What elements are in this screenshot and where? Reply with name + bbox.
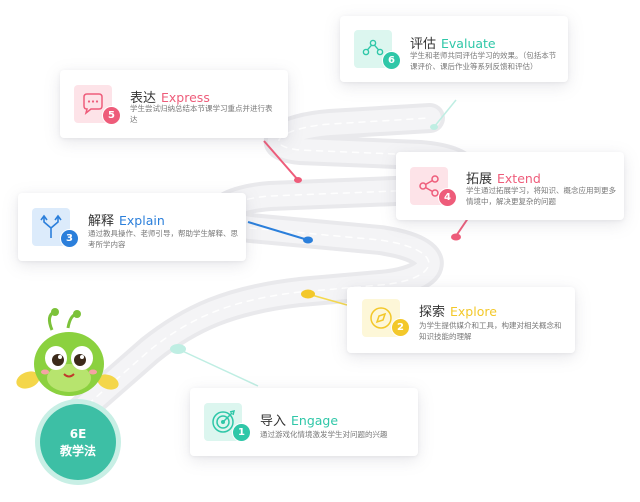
step-description: 为学生提供媒介和工具，构建对相关概念和知识技能的理解 [419,321,562,341]
step-title-en: Express [161,90,210,105]
step-title-cn: 解释 [88,214,115,229]
step-description: 通过教具操作、老师引导，帮助学生解释、思考所学内容 [88,229,238,249]
step-description: 学生和老师共同评估学习的效果。（包括本节课评价、课后作业等系列反馈和评估） [410,51,557,71]
dot-evaluate [430,124,438,130]
step-title-en: Evaluate [441,36,496,51]
step-description: 学生通过拓展学习，将知识、概念应用到更多情境中，解决更复杂的问题 [466,186,616,206]
step-title-cn: 拓展 [466,172,493,187]
dot-extend [451,233,461,241]
step-title: 导入 Engage [260,410,338,429]
dot-express [294,177,302,183]
step-card-evaluate: 6 评估 Evaluate 学生和老师共同评估学习的效果。（包括本节课评价、课后作… [340,16,568,82]
connector-express [263,140,299,181]
step-number-badge: 3 [60,229,79,248]
step-number-badge: 2 [391,318,410,337]
dot-explore [301,289,315,299]
step-title-en: Explain [119,213,165,228]
step-title-cn: 导入 [260,414,287,429]
dot-engage [170,344,186,354]
dot-explain [303,236,313,244]
step-title: 评估 Evaluate [410,33,496,52]
step-title-en: Engage [291,413,339,428]
mascot-character [16,308,119,396]
step-title-cn: 探索 [419,305,446,320]
step-number-badge: 6 [382,51,401,70]
step-title-en: Explore [450,304,497,319]
step-title: 拓展 Extend [466,168,541,187]
step-title-en: Extend [497,171,541,186]
step-card-extend: 4 拓展 Extend 学生通过拓展学习，将知识、概念应用到更多情境中，解决更复杂… [396,152,624,220]
method-label-badge: 6E 教学法 [40,404,116,480]
step-description: 学生尝试归纳总结本节课学习重点并进行表达 [130,104,273,124]
connector-explain [247,221,309,241]
step-number-badge: 1 [232,423,251,442]
step-title-cn: 评估 [410,37,437,52]
connector-evaluate [433,99,457,128]
method-label-line2: 教学法 [59,444,96,458]
step-title: 解释 Explain [88,210,165,229]
step-card-explore: 2 探索 Explore 为学生提供媒介和工具，构建对相关概念和知识技能的理解 [347,287,575,353]
connector-explore [307,293,348,306]
fork-arrows-icon [32,208,70,246]
step-number-badge: 4 [438,188,457,207]
step-title: 探索 Explore [419,301,497,320]
step-number-badge: 5 [102,106,121,125]
step-title: 表达 Express [130,87,210,106]
connector-engage [177,348,259,387]
method-label-line1: 6E [69,427,87,441]
step-description: 通过游戏化情境激发学生对问题的兴趣 [260,430,388,439]
step-card-engage: 1 导入 Engage 通过游戏化情境激发学生对问题的兴趣 [190,388,418,456]
step-card-explain: 3 解释 Explain 通过教具操作、老师引导，帮助学生解释、思考所学内容 [18,193,246,261]
step-title-cn: 表达 [130,91,157,106]
step-card-express: 5 表达 Express 学生尝试归纳总结本节课学习重点并进行表达 [60,70,288,138]
